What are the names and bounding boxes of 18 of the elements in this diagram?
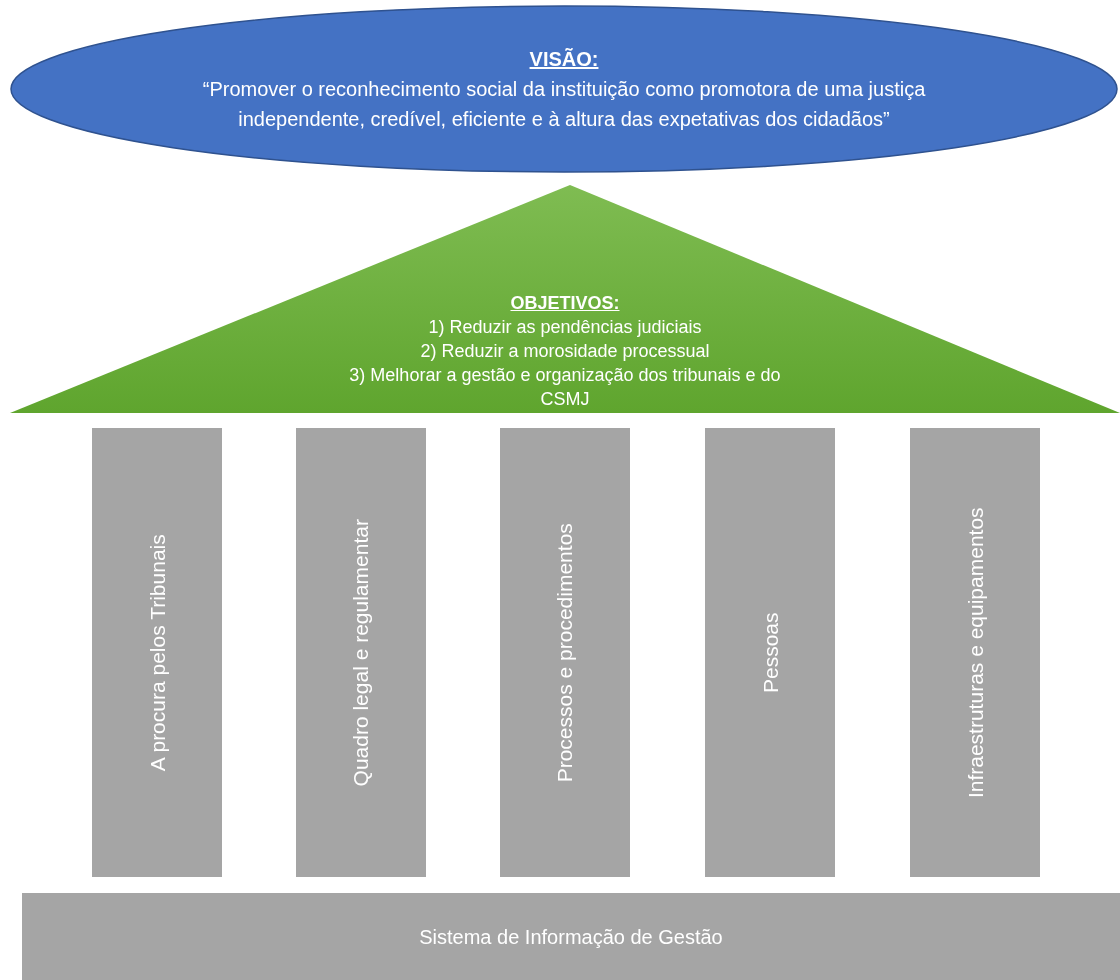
- pillar: [910, 428, 1040, 877]
- pillar: [500, 428, 630, 877]
- pillar: [705, 428, 835, 877]
- body-text: 2) Reduzir a morosidade processual: [420, 340, 710, 363]
- body-text: “Promover o reconhecimento social da instituição como promotora de uma justiça independente, credível, eficiente e à altura das expetativas dos cidadãos”: [201, 77, 927, 132]
- heading: VISÃO:: [529, 47, 599, 72]
- pillar-label: Pessoas: [757, 612, 783, 693]
- body-text: 1) Reduzir as pendências judiciais: [428, 316, 702, 339]
- pillar: [92, 428, 222, 877]
- pillar: [296, 428, 426, 877]
- pillar-label: A procura pelos Tribunais: [144, 534, 170, 771]
- foundation-bar: [22, 893, 1120, 980]
- pillar-label: Processos e procedimentos: [552, 522, 578, 783]
- pillar-label: Infraestruturas e equipamentos: [962, 507, 988, 798]
- pillar-label: Quadro legal e regulamentar: [348, 518, 374, 787]
- body-text: 3) Melhorar a gestão e organização dos tribunais e do CSMJ: [348, 364, 782, 411]
- foundation-label: Sistema de Informação de Gestão: [419, 924, 723, 950]
- heading: OBJETIVOS:: [510, 292, 620, 315]
